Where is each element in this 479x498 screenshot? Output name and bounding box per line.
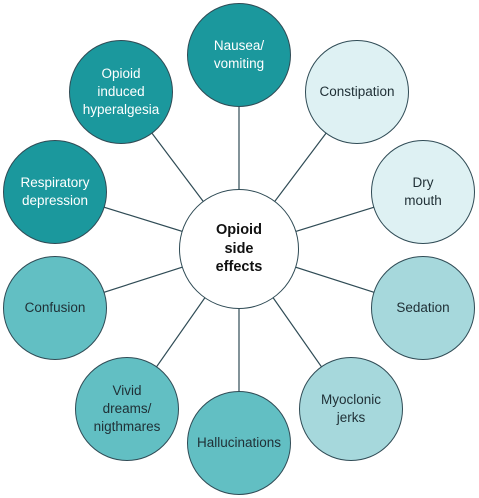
node-constipation: Constipation (305, 40, 409, 144)
node-nausea: Nausea/ vomiting (187, 3, 291, 107)
node-myoclonic-jerks: Myoclonic jerks (299, 357, 403, 461)
node-dry-mouth: Dry mouth (371, 140, 475, 244)
node-confusion: Confusion (3, 256, 107, 360)
node-hallucinations: Hallucinations (187, 391, 291, 495)
center-node: Opioid side effects (179, 189, 299, 309)
node-vivid-dreams: Vivid dreams/ nigthmares (75, 357, 179, 461)
node-respiratory-depression: Respiratory depression (3, 140, 107, 244)
node-hyperalgesia: Opioid induced hyperalgesia (69, 40, 173, 144)
node-sedation: Sedation (371, 256, 475, 360)
